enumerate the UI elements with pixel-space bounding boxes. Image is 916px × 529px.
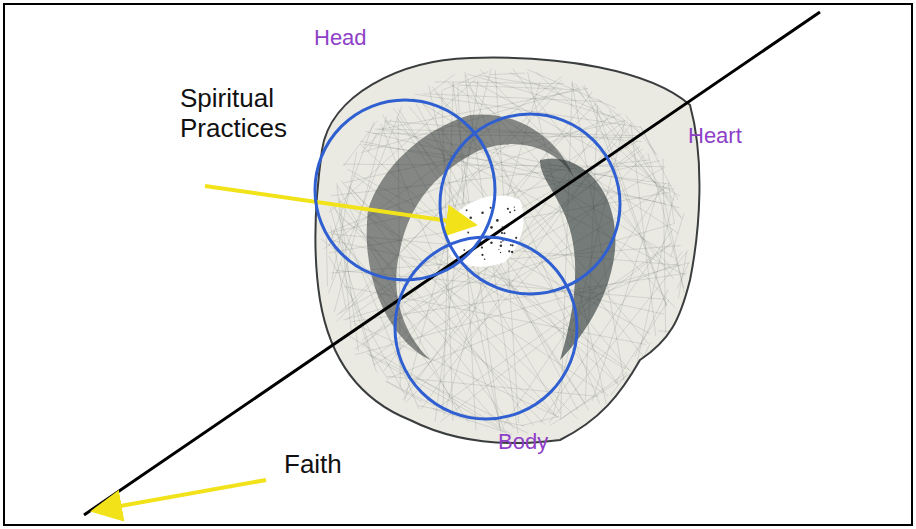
texture-dot [466,209,468,211]
texture-stroke [363,342,388,380]
texture-dot [514,206,515,207]
texture-dot [490,226,493,229]
overlap-circle: Body [393,235,579,421]
texture-dot [496,219,499,222]
circle-outline [438,112,622,296]
callout-label: Spiritual Practices [180,84,330,144]
texture-stroke [467,74,615,118]
texture-dot [503,232,505,234]
texture-stroke [671,213,684,257]
overlap-circle: Heart [438,112,622,296]
circle-label: Body [498,430,548,454]
texture-dot [507,208,509,210]
texture-stroke [326,238,327,286]
texture-dot [500,241,502,243]
texture-dot [511,251,513,253]
texture-stroke [490,73,525,74]
texture-stroke [387,381,435,406]
texture-dot [462,216,464,218]
texture-dot [515,237,517,239]
texture-stroke [648,153,684,288]
circle-label: Head [314,26,367,50]
texture-stroke [597,99,642,135]
circle-label: Heart [688,124,742,148]
texture-stroke [638,342,650,369]
texture-dot [469,216,472,219]
blob-figure [315,58,699,443]
texture-dot [463,227,465,229]
texture-stroke [527,69,616,108]
leader-arrow [205,186,470,224]
texture-dot [510,245,511,246]
leader-arrow [98,480,266,510]
texture-dot [508,250,510,252]
texture-dot [467,232,469,234]
texture-stroke [658,330,668,332]
texture-dot [511,244,513,246]
texture-dot [463,249,465,251]
texture-dot [500,244,503,247]
circle-outline [393,235,579,421]
texture-dot [509,211,511,213]
texture-dot [514,210,516,212]
texture-dot [498,249,499,250]
texture-dot [500,245,501,246]
texture-dot [484,258,486,260]
texture-dot [481,254,483,256]
texture-dot [500,252,501,253]
texture-stroke [368,133,376,152]
texture-dot [473,224,476,227]
frame [4,4,912,525]
texture-dot [501,232,503,234]
texture-stroke [423,94,601,102]
overlap-circle: Head [313,98,497,282]
texture-stroke [441,72,488,91]
texture-dot [481,211,484,214]
texture-stroke [430,74,455,93]
texture-dot [510,244,512,246]
texture-dot [490,207,492,209]
texture-dot [490,241,493,244]
texture-stroke [615,300,669,382]
circle-outline [313,98,497,282]
faith-axis [84,12,820,515]
blob-texture [321,69,689,435]
texture-dot [481,246,483,248]
callout-label: Faith [284,450,342,480]
